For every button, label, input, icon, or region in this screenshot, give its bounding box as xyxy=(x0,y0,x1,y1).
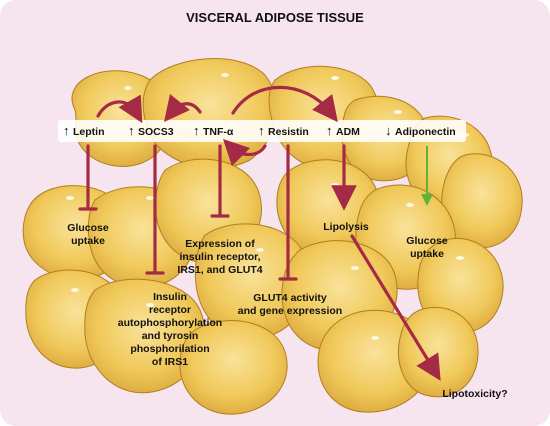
adm-arrows xyxy=(331,144,441,381)
resistin-inhibits-glut4 xyxy=(278,144,298,281)
effect-label-line: insulin receptor, xyxy=(179,251,260,263)
effect-glut4-activity: GLUT4 activity and gene expression xyxy=(238,292,342,317)
effect-label-line: Lipotoxicity? xyxy=(442,388,507,400)
inhibition-lines xyxy=(78,144,298,281)
effect-label-line: IRS1, and GLUT4 xyxy=(177,264,262,276)
effect-label-line: autophosphorylation xyxy=(118,317,222,329)
effect-insulin-receptor-expression: Expression of insulin receptor, IRS1, an… xyxy=(177,238,262,276)
adipocyte-cell xyxy=(397,306,479,398)
adipocyte-cell xyxy=(179,320,288,415)
factor-label: Resistin xyxy=(268,126,309,138)
factor-label: Leptin xyxy=(73,126,105,138)
resistin-to-tnf-arrow xyxy=(222,138,267,167)
factor-leptin: ↑ Leptin xyxy=(63,123,105,138)
effect-label-line: Lipolysis xyxy=(323,221,369,233)
tnf-to-socs3-arrow xyxy=(163,94,202,122)
diagram-title: VISCERAL ADIPOSE TISSUE xyxy=(186,10,364,25)
adipocyte-cell xyxy=(194,223,311,340)
lipolysis-to-lipotoxicity-arrow xyxy=(350,234,441,381)
up-arrow-icon: ↑ xyxy=(258,123,265,138)
socs3-inhibits-autophosphorylation xyxy=(145,144,165,275)
effect-label-line: Glucose xyxy=(67,222,109,234)
down-arrow-icon: ↓ xyxy=(385,123,392,138)
effect-label-line: Glucose xyxy=(406,235,448,247)
effect-label-line: receptor xyxy=(149,304,191,316)
up-arrow-icon: ↑ xyxy=(326,123,333,138)
effect-lipotoxicity: Lipotoxicity? xyxy=(442,388,507,400)
effect-label-line: of IRS1 xyxy=(152,356,188,368)
effect-label-line: phosphorilation xyxy=(130,343,209,355)
factor-socs3: ↑ SOCS3 xyxy=(128,123,174,138)
factor-bar xyxy=(58,120,466,142)
factor-resistin: ↑ Resistin xyxy=(258,123,309,138)
effect-label-line: and gene expression xyxy=(238,305,342,317)
factor-adm: ↑ ADM xyxy=(326,123,360,138)
leptin-to-socs3-arrow xyxy=(96,94,143,124)
effect-label-line: and tyrosin xyxy=(142,330,199,342)
feedback-arrows xyxy=(96,85,338,167)
up-arrow-icon: ↑ xyxy=(128,123,135,138)
factor-label: SOCS3 xyxy=(138,126,174,138)
up-arrow-icon: ↑ xyxy=(193,123,200,138)
effect-label-line: GLUT4 activity xyxy=(253,292,327,304)
effect-label-line: Expression of xyxy=(185,238,255,250)
effect-label-line: Insulin xyxy=(153,291,187,303)
factor-adiponectin: ↓ Adiponectin xyxy=(385,123,456,138)
effect-label-line: uptake xyxy=(71,235,105,247)
factor-label: TNF-α xyxy=(203,126,234,138)
tnf-inhibits-receptor-expression xyxy=(210,144,230,218)
tnf-to-adm-arrow xyxy=(231,85,338,123)
up-arrow-icon: ↑ xyxy=(63,123,70,138)
effect-glucose-uptake-left: Glucose uptake xyxy=(67,222,109,247)
factor-label: ADM xyxy=(336,126,360,138)
effect-glucose-uptake-right: Glucose uptake xyxy=(406,235,448,260)
leptin-inhibits-glucose-uptake xyxy=(78,144,98,211)
factor-label: Adiponectin xyxy=(395,126,456,138)
effect-lipolysis: Lipolysis xyxy=(323,221,369,233)
effect-label-line: uptake xyxy=(410,248,444,260)
adipocyte-cell xyxy=(84,278,205,394)
effect-insulin-autophosphorylation: Insulin receptor autophosphorylation and… xyxy=(118,291,222,368)
factor-tnf-alpha: ↑ TNF-α xyxy=(193,123,234,138)
